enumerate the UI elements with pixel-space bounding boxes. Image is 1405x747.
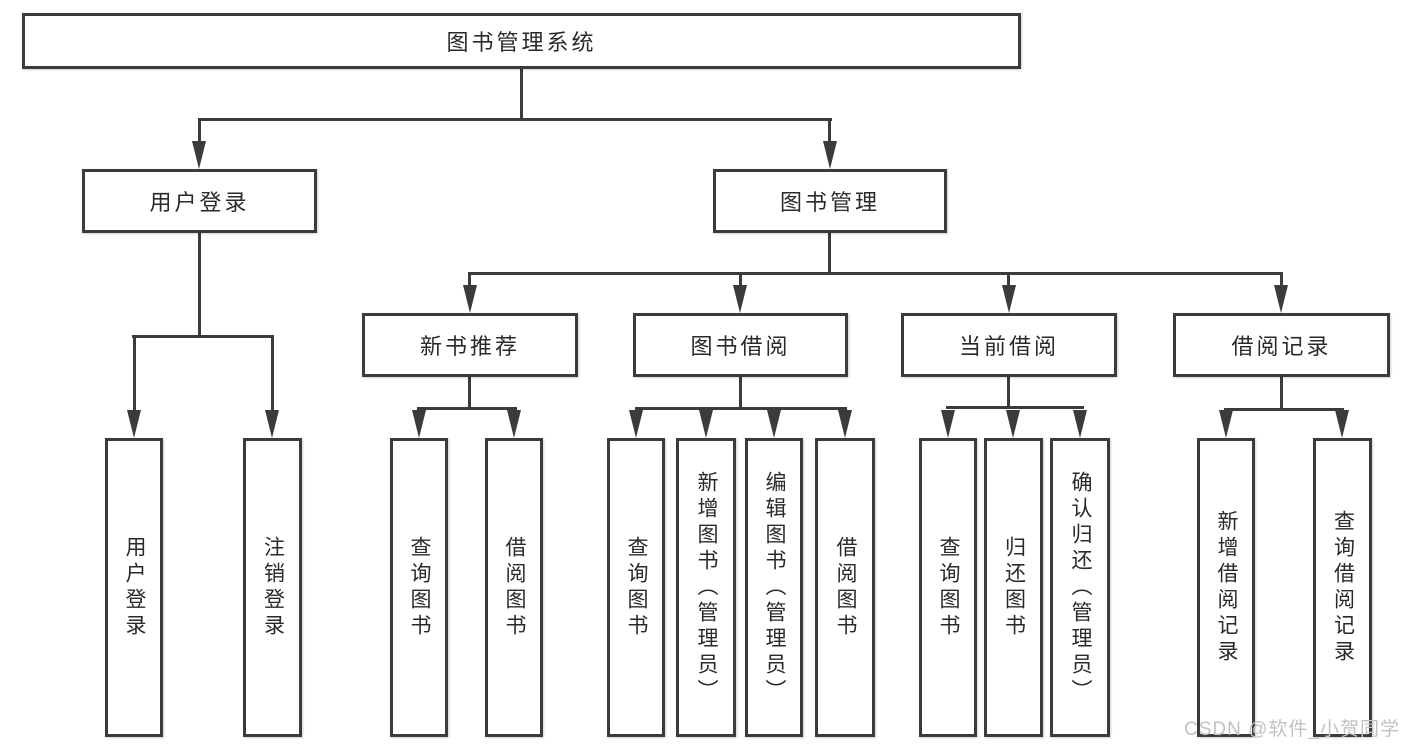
leaf-borrow-books-label: 借阅图书 xyxy=(834,535,858,640)
leaf-query-books-borrowing-label: 查询图书 xyxy=(625,535,649,640)
node-user-login: 用户登录 xyxy=(82,169,317,233)
arrowhead-icon xyxy=(463,285,477,313)
node-book-borrowing: 图书借阅 xyxy=(633,313,848,377)
arrowhead-icon xyxy=(1274,285,1288,313)
connector-line xyxy=(828,118,831,148)
leaf-user-login: 用户登录 xyxy=(105,438,163,737)
connector-line xyxy=(198,118,832,121)
arrowhead-icon xyxy=(823,141,837,169)
arrowhead-icon xyxy=(699,410,713,438)
arrowhead-icon xyxy=(265,410,279,438)
connector-line xyxy=(1280,272,1283,288)
leaf-confirm-return-admin: 确认归还（管理员） xyxy=(1050,438,1110,737)
arrowhead-icon xyxy=(192,141,206,169)
connector-line xyxy=(198,233,201,335)
connector-line xyxy=(132,335,274,338)
leaf-edit-books-admin: 编辑图书（管理员） xyxy=(745,438,803,737)
leaf-logout: 注销登录 xyxy=(243,438,302,737)
leaf-return-books: 归还图书 xyxy=(984,438,1043,737)
node-book-management-label: 图书管理 xyxy=(779,190,880,215)
leaf-borrow-books-recommend: 借阅图书 xyxy=(485,438,543,737)
leaf-edit-books-admin-label: 编辑图书（管理员） xyxy=(763,470,787,705)
leaf-confirm-return-admin-label: 确认归还（管理员） xyxy=(1069,470,1093,705)
arrowhead-icon xyxy=(507,410,521,438)
leaf-query-books-borrowing: 查询图书 xyxy=(607,438,665,737)
arrowhead-icon xyxy=(767,410,781,438)
arrowhead-icon xyxy=(733,285,747,313)
leaf-add-books-admin-label: 新增图书（管理员） xyxy=(695,470,719,705)
node-root: 图书管理系统 xyxy=(22,13,1021,69)
node-new-book-recommend: 新书推荐 xyxy=(362,313,578,377)
watermark-text: CSDN @软件_小贺同学 xyxy=(1184,719,1400,740)
leaf-query-books-current: 查询图书 xyxy=(919,438,977,737)
leaf-add-books-admin: 新增图书（管理员） xyxy=(676,438,736,737)
connector-line xyxy=(1224,408,1344,411)
connector-line xyxy=(946,406,1084,409)
connector-line xyxy=(1007,377,1010,406)
arrowhead-icon xyxy=(412,410,426,438)
leaf-user-login-label: 用户登录 xyxy=(123,535,147,640)
leaf-logout-label: 注销登录 xyxy=(261,535,285,640)
node-borrowing-records-label: 借阅记录 xyxy=(1231,334,1332,359)
leaf-query-books-recommend: 查询图书 xyxy=(390,438,448,737)
connector-line xyxy=(271,335,274,413)
connector-line xyxy=(133,335,136,413)
connector-line xyxy=(468,272,1283,275)
leaf-query-books-current-label: 查询图书 xyxy=(937,535,961,640)
node-book-borrowing-label: 图书借阅 xyxy=(690,334,791,359)
arrowhead-icon xyxy=(629,410,643,438)
node-current-borrowing: 当前借阅 xyxy=(901,313,1117,377)
connector-line xyxy=(520,69,523,118)
connector-line xyxy=(1280,377,1283,408)
leaf-add-borrow-record-label: 新增借阅记录 xyxy=(1215,509,1239,666)
node-user-login-label: 用户登录 xyxy=(149,190,250,215)
arrowhead-icon xyxy=(838,410,852,438)
connector-line xyxy=(198,118,201,148)
connector-line xyxy=(828,233,831,272)
node-root-label: 图书管理系统 xyxy=(446,30,597,55)
arrowhead-icon xyxy=(1002,285,1016,313)
arrowhead-icon xyxy=(1073,410,1087,438)
leaf-query-borrow-record-label: 查询借阅记录 xyxy=(1331,509,1355,666)
leaf-return-books-label: 归还图书 xyxy=(1002,535,1026,640)
arrowhead-icon xyxy=(127,410,141,438)
connector-line xyxy=(739,377,742,407)
node-new-book-recommend-label: 新书推荐 xyxy=(419,334,520,359)
arrowhead-icon xyxy=(1335,410,1349,438)
node-current-borrowing-label: 当前借阅 xyxy=(958,334,1059,359)
connector-line xyxy=(1007,272,1010,288)
connector-line xyxy=(417,407,517,410)
leaf-add-borrow-record: 新增借阅记录 xyxy=(1197,438,1255,737)
arrowhead-icon xyxy=(941,410,955,438)
node-book-management: 图书管理 xyxy=(713,169,947,233)
leaf-query-borrow-record: 查询借阅记录 xyxy=(1313,438,1372,737)
arrowhead-icon xyxy=(1219,410,1233,438)
leaf-query-books-recommend-label: 查询图书 xyxy=(408,535,432,640)
connector-line xyxy=(468,272,471,288)
arrowhead-icon xyxy=(1006,410,1020,438)
node-borrowing-records: 借阅记录 xyxy=(1173,313,1390,377)
connector-line xyxy=(468,377,471,407)
leaf-borrow-books-recommend-label: 借阅图书 xyxy=(503,535,527,640)
connector-line xyxy=(635,407,847,410)
connector-line xyxy=(739,272,742,288)
leaf-borrow-books: 借阅图书 xyxy=(815,438,875,737)
